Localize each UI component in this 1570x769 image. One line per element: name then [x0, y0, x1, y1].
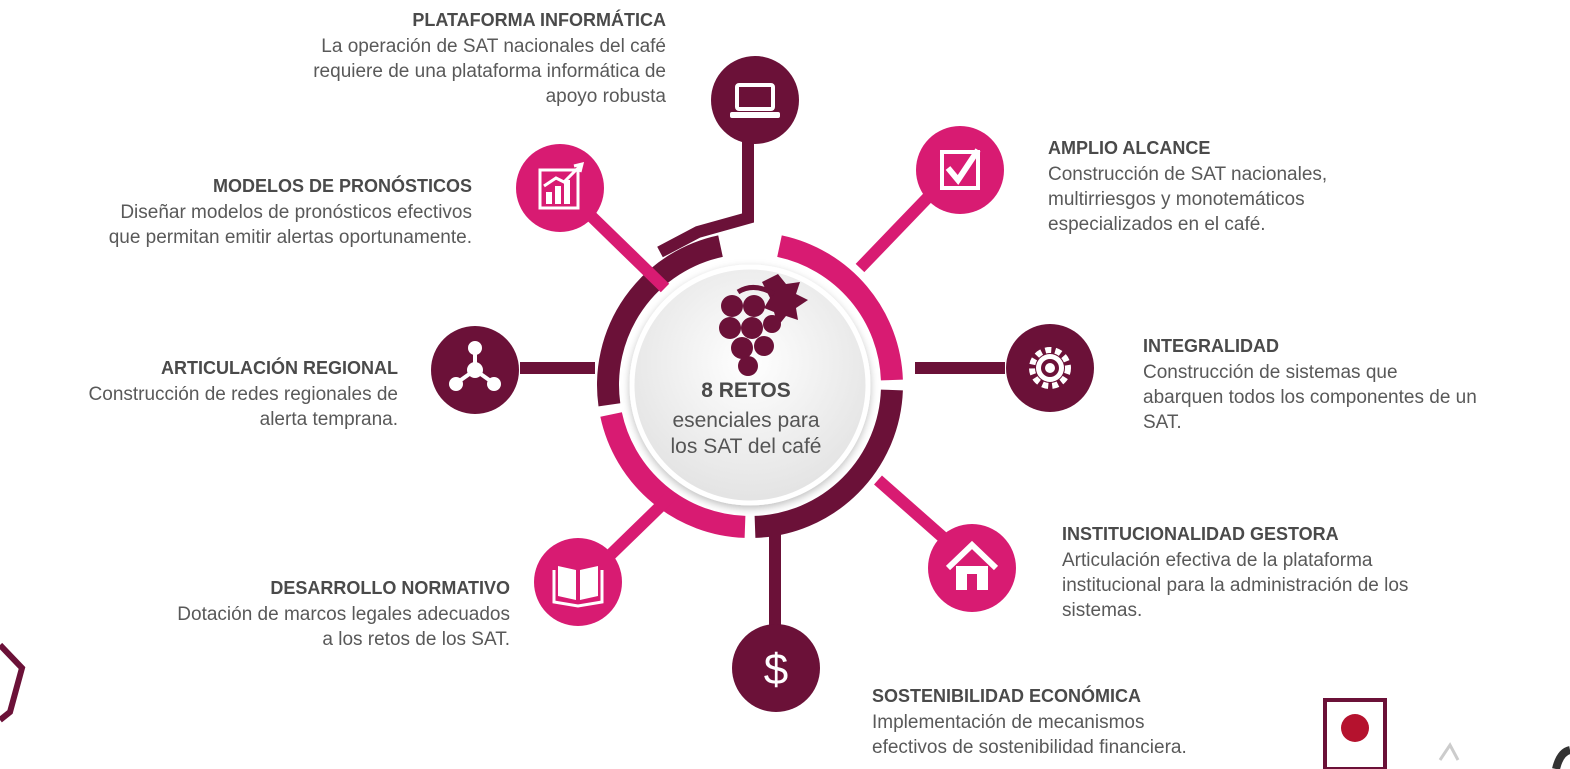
challenge-desc-line: Construcción de SAT nacionales,: [1048, 164, 1328, 185]
challenge-title: DESARROLLO NORMATIVO: [270, 578, 510, 598]
icon-circle-plataforma: [711, 56, 799, 144]
home-icon: [945, 540, 999, 590]
connector-plataforma: [657, 130, 754, 258]
challenge-desc-line: apoyo robusta: [545, 86, 666, 107]
challenge-title: INSTITUCIONALIDAD GESTORA: [1062, 524, 1339, 544]
challenge-desc-line: Construcción de sistemas que: [1143, 362, 1398, 383]
challenge-desc-line: requiere de una plataforma informática d…: [313, 61, 666, 82]
challenge-institucionalidad: INSTITUCIONALIDAD GESTORA Articulación e…: [1062, 522, 1532, 623]
center-line-2: los SAT del café: [670, 435, 822, 458]
ring-segment-magenta: [600, 412, 746, 538]
challenge-desc-line: a los retos de los SAT.: [322, 629, 510, 650]
connector-normativo: [595, 490, 677, 570]
challenge-desc-line: multirriesgos y monotemáticos: [1048, 189, 1305, 210]
connectors: [520, 130, 1005, 630]
challenge-title: SOSTENIBILIDAD ECONÓMICA: [872, 686, 1142, 706]
icon-dollar: $: [732, 624, 820, 712]
challenge-desc-line: abarquen todos los componentes de un: [1143, 387, 1477, 408]
challenge-desc-line: sistemas.: [1062, 600, 1143, 621]
icon-circle-alcance: [916, 126, 1004, 214]
connector-alcance: [855, 185, 940, 273]
challenge-title: AMPLIO ALCANCE: [1048, 138, 1211, 158]
center-line-1: esenciales para: [672, 409, 820, 432]
network-icon: [449, 341, 501, 391]
challenge-sostenibilidad: SOSTENIBILIDAD ECONÓMICA Implementación …: [872, 684, 1292, 760]
book-icon: [552, 566, 604, 608]
ring-segment-magenta: [777, 235, 903, 381]
challenge-title: ARTICULACIÓN REGIONAL: [161, 358, 398, 378]
icon-chart: [516, 144, 604, 232]
challenge-desc-line: Implementación de mecanismos: [872, 712, 1145, 733]
challenge-alcance: AMPLIO ALCANCE Construcción de SAT nacio…: [1048, 136, 1448, 237]
challenge-plataforma: PLATAFORMA INFORMÁTICA La operación de S…: [220, 8, 666, 109]
challenge-desc-line: Construcción de redes regionales de: [88, 384, 398, 405]
chart-icon: [538, 161, 585, 210]
icon-book: [534, 538, 622, 626]
center-title: 8 RETOS: [701, 379, 791, 402]
challenge-integralidad: INTEGRALIDAD Construcción de sistemas qu…: [1143, 334, 1568, 435]
center-circle: [629, 264, 871, 506]
challenge-regional: ARTICULACIÓN REGIONAL Construcción de re…: [0, 356, 398, 432]
challenge-title: MODELOS DE PRONÓSTICOS: [212, 176, 472, 196]
icon-network: [431, 326, 519, 414]
gear-icon: [1029, 347, 1071, 389]
checkbox-icon: [940, 148, 981, 190]
ring-segment-maroon: [597, 235, 723, 407]
icon-checkbox: [916, 126, 1004, 214]
partner-logo-left: [0, 642, 26, 723]
challenge-desc-line: que permitan emitir alertas oportunament…: [108, 227, 472, 248]
challenge-title: PLATAFORMA INFORMÁTICA: [412, 10, 666, 30]
ring: [597, 235, 903, 538]
laptop-icon: [730, 83, 780, 118]
challenge-normativo: DESARROLLO NORMATIVO Dotación de marcos …: [80, 576, 510, 652]
challenge-modelos: MODELOS DE PRONÓSTICOS Diseñar modelos d…: [0, 174, 472, 250]
icon-circle-sostenibilidad: [732, 624, 820, 712]
icon-circle-normativo: [534, 538, 622, 626]
challenge-desc-line: efectivos de sostenibilidad financiera.: [872, 737, 1187, 758]
challenge-desc-line: especializados en el café.: [1048, 214, 1266, 235]
challenge-desc-line: alerta temprana.: [259, 409, 398, 430]
challenge-title: INTEGRALIDAD: [1143, 336, 1279, 356]
challenge-desc-line: SAT.: [1143, 412, 1182, 433]
challenge-desc-line: La operación de SAT nacionales del café: [321, 36, 666, 57]
challenge-desc-line: Diseñar modelos de pronósticos efectivos: [120, 202, 472, 223]
connector-modelos: [585, 210, 670, 293]
icon-laptop: [711, 56, 799, 144]
icon-gear: [1006, 324, 1094, 412]
dollar-icon: $: [764, 645, 788, 694]
center-label: 8 RETOS esenciales para los SAT del café: [636, 378, 856, 460]
partner-logo-bottom-right: [1323, 698, 1570, 769]
challenge-desc-line: Articulación efectiva de la plataforma: [1062, 550, 1373, 571]
icon-home: [928, 524, 1016, 612]
grapes-icon: [719, 274, 808, 376]
ring-segment-maroon: [754, 389, 903, 538]
challenge-desc-line: institucional para la administración de …: [1062, 575, 1409, 596]
challenge-desc-line: Dotación de marcos legales adecuados: [177, 604, 510, 625]
